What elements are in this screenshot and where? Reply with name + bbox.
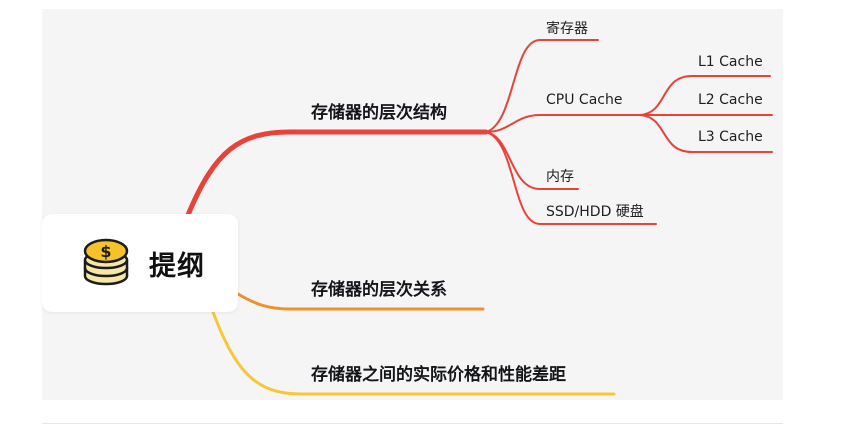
coin-stack-icon: $ [83,238,129,286]
node-ssd-hdd[interactable]: SSD/HDD 硬盘 [546,204,644,220]
node-memory[interactable]: 内存 [546,169,574,185]
edge-structure-cpu-cache [485,114,641,133]
edge-root-branch-relation [236,292,485,311]
node-register[interactable]: 寄存器 [546,21,588,37]
branch-price-performance[interactable]: 存储器之间的实际价格和性能差距 [311,365,566,385]
node-cpu-cache[interactable]: CPU Cache [546,92,623,108]
branch-storage-hierarchy[interactable]: 存储器的层次结构 [311,103,447,123]
edge-structure-disk [485,131,657,225]
edge-cpu-l1 [639,75,771,116]
svg-text:$: $ [100,242,111,261]
edge-root-branch-price [211,310,616,396]
root-title: 提纲 [149,251,205,282]
edge-structure-register [485,39,599,133]
mindmap-canvas [42,9,783,400]
edge-cpu-l3 [639,114,773,153]
divider [42,423,783,424]
branch-storage-relation[interactable]: 存储器的层次关系 [311,280,447,300]
node-l1-cache[interactable]: L1 Cache [698,54,763,70]
node-l3-cache[interactable]: L3 Cache [698,129,763,145]
edge-root-branch-structure [185,129,489,218]
node-l2-cache[interactable]: L2 Cache [698,92,763,108]
root-node[interactable]: $ 提纲 [42,214,238,312]
